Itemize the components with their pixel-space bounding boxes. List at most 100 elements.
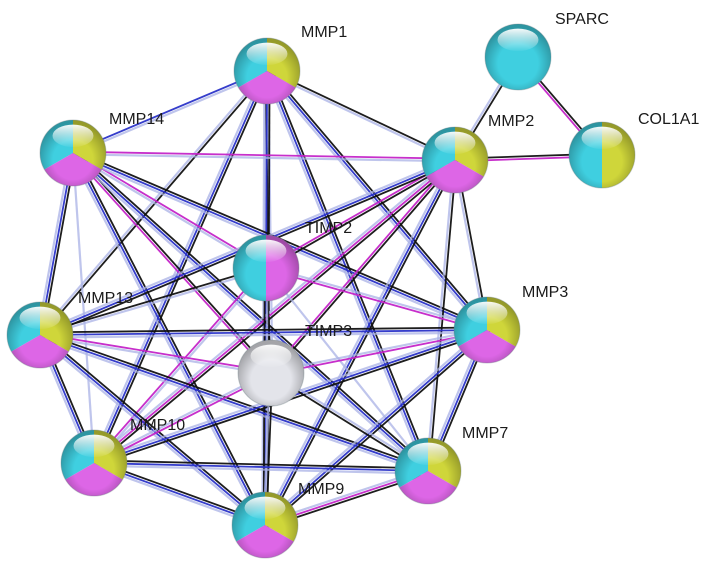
node-label-mmp14: MMP14 — [109, 111, 164, 128]
node-highlight — [246, 42, 288, 66]
edge-MMP13-MMP3 — [39, 326, 488, 339]
edge-MMP13-MMP7 — [38, 331, 430, 475]
edge-line-black — [39, 265, 266, 335]
edge-line-black — [74, 150, 431, 470]
edge-line-lightblue — [91, 157, 455, 462]
edge-line-black — [41, 332, 268, 524]
node-outline — [233, 37, 301, 105]
node-timp2[interactable] — [232, 234, 300, 302]
edge-line-black — [74, 151, 269, 525]
edge-line-lightblue — [261, 158, 454, 525]
node-label-mmp10: MMP10 — [130, 417, 185, 434]
node-mmp14[interactable] — [39, 119, 107, 187]
edge-line-magenta — [92, 266, 266, 463]
node-label-mmp7: MMP7 — [462, 425, 508, 442]
node-label-timp3: TIMP3 — [305, 323, 352, 340]
edge-TIMP2-MMP7 — [265, 267, 429, 472]
edge-line-lightblue — [39, 335, 271, 376]
node-label-col1a1: COL1A1 — [638, 111, 699, 128]
node-label-mmp13: MMP13 — [78, 290, 133, 307]
node-mmp10[interactable] — [60, 429, 128, 497]
edge-line-blue — [72, 68, 267, 153]
node-outline — [394, 437, 462, 505]
node-sparc[interactable] — [484, 23, 552, 91]
edge-MMP14-MMP10 — [71, 152, 96, 464]
edge-layer — [36, 55, 604, 529]
edge-line-lightblue — [265, 267, 429, 472]
edge-MMP10-MMP7 — [93, 459, 429, 475]
edge-line-magenta — [94, 373, 272, 465]
node-outline — [237, 339, 305, 407]
edge-line-blue — [266, 70, 488, 331]
node-label-mmp2: MMP2 — [488, 113, 534, 130]
node-label-mmp9: MMP9 — [298, 481, 344, 498]
node-outline — [60, 429, 128, 497]
node-outline — [453, 296, 521, 364]
edge-line-blue — [93, 462, 429, 472]
node-highlight — [581, 126, 623, 150]
edge-line-lightblue — [92, 370, 271, 463]
edge-line-lightblue — [264, 71, 486, 333]
node-highlight — [73, 434, 115, 458]
node-highlight — [466, 301, 508, 325]
edge-line-black — [268, 68, 490, 329]
edge-line-lightblue — [90, 69, 266, 463]
edge-line-magenta — [40, 332, 272, 373]
edge-TIMP2-MMP3 — [265, 265, 488, 333]
edge-line-blue — [39, 334, 429, 472]
node-highlight — [19, 306, 61, 330]
node-outline — [568, 121, 636, 189]
edge-MMP3-MMP9 — [262, 327, 490, 528]
edge-MMP14-MMP7 — [70, 150, 431, 474]
edge-line-black — [266, 331, 490, 528]
edge-line-blue — [39, 329, 488, 336]
node-col1a1[interactable] — [568, 121, 636, 189]
node-mmp9[interactable] — [231, 491, 299, 559]
edge-MMP14-MMP2 — [72, 150, 456, 163]
edge-line-magenta — [269, 158, 455, 373]
node-mmp13[interactable] — [6, 301, 74, 369]
edge-line-blue — [93, 70, 268, 464]
edge-line-magenta — [265, 268, 487, 333]
edge-MMP1-MMP3 — [264, 68, 490, 333]
node-outline — [6, 301, 74, 369]
node-label-mmp3: MMP3 — [522, 284, 568, 301]
edge-line-magenta — [73, 150, 456, 160]
node-highlight — [250, 344, 292, 368]
node-highlight — [497, 28, 539, 52]
node-mmp3[interactable] — [453, 296, 521, 364]
node-outline — [231, 491, 299, 559]
node-highlight — [245, 239, 287, 263]
node-timp3[interactable] — [237, 339, 305, 407]
edge-MMP2-TIMP3 — [269, 158, 457, 375]
edge-line-black — [95, 161, 458, 466]
edge-line-black — [271, 160, 457, 375]
edge-line-lightblue — [40, 268, 267, 338]
edge-MMP2-MMP10 — [91, 157, 458, 466]
node-outline — [484, 23, 552, 91]
node-highlight — [407, 442, 449, 466]
edge-line-lightblue — [71, 152, 96, 464]
node-outline — [232, 234, 300, 302]
node-highlight — [52, 124, 94, 148]
edge-line-blue — [39, 334, 266, 526]
node-mmp2[interactable] — [421, 126, 489, 194]
edge-line-blue — [264, 329, 488, 526]
edge-line-blue — [72, 152, 429, 472]
edge-line-lightblue — [94, 268, 268, 465]
node-mmp7[interactable] — [394, 437, 462, 505]
edge-line-lightblue — [73, 71, 268, 156]
edge-MMP13-TIMP3 — [39, 332, 272, 376]
node-layer — [6, 23, 636, 559]
edge-line-black — [266, 160, 457, 270]
node-mmp1[interactable] — [233, 37, 301, 105]
node-label-timp2: TIMP2 — [305, 220, 352, 237]
edge-line-magenta — [93, 159, 456, 464]
edge-line-lightblue — [40, 331, 488, 339]
edge-TIMP2-MMP13 — [39, 265, 267, 338]
edge-line-black — [39, 326, 487, 334]
edge-line-black — [95, 71, 271, 465]
edge-line-lightblue — [270, 327, 487, 373]
